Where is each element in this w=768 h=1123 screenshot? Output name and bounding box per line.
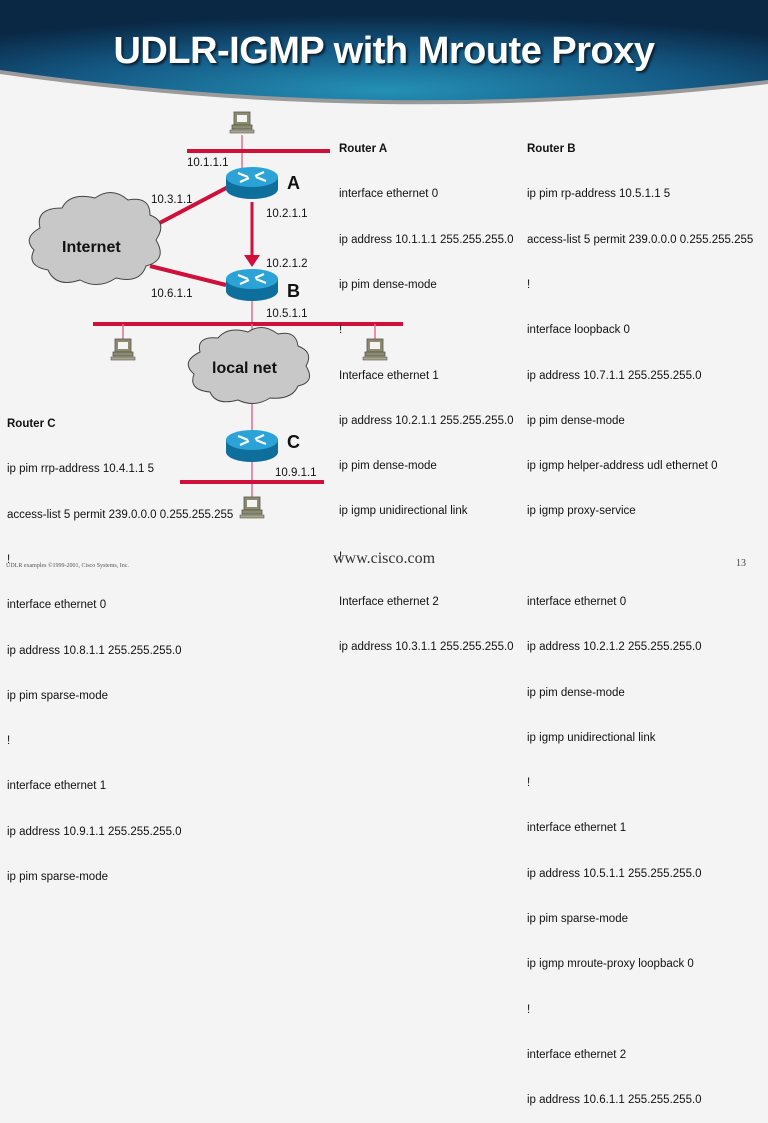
config-line: ip igmp unidirectional link [339,505,468,518]
config-line: ip pim dense-mode [339,460,437,473]
config-line: Interface ethernet 1 [339,369,439,382]
config-line: ip address 10.1.1.1 255.255.255.0 [339,233,514,246]
config-line: ! [339,550,343,563]
udl-arrowhead-icon [244,255,260,267]
router-c-label: C [287,432,300,452]
config-line: access-list 5 permit 239.0.0.0 0.255.255… [7,508,234,521]
localnet-label: local net [212,360,278,377]
config-line: ip pim sparse-mode [527,912,628,925]
config-line: ! [527,1003,531,1016]
router-a-icon [224,165,280,201]
config-line: ip igmp helper-address udl ethernet 0 [527,460,718,473]
footer-website: www.cisco.com [332,550,436,567]
ip-label-c-e1: 10.9.1.1 [275,467,317,479]
config-line: interface ethernet 0 [7,599,107,612]
config-line: ip address 10.2.1.1 255.255.255.0 [339,414,514,427]
network-diagram: A Internet B local net C 10.1.1.1 10.3.1… [28,111,403,519]
config-line: ! [7,554,11,567]
config-line: ip address 10.6.1.1 255.255.255.0 [527,1094,702,1107]
config-line: ip pim rp-address 10.5.1.1 5 [527,188,671,201]
config-line: Interface ethernet 2 [339,596,439,608]
config-line: ip pim rrp-address 10.4.1.1 5 [7,463,155,476]
config-line: ip pim dense-mode [339,279,437,292]
internet-label: Internet [62,239,121,256]
router-c-icon [224,428,280,464]
config-line: ip igmp mroute-proxy loopback 0 [527,958,694,971]
router-a-label: A [287,173,300,193]
host-icon [229,111,255,134]
config-line: interface ethernet 1 [527,822,627,835]
config-line: ip igmp proxy-service [527,505,636,518]
config-line: ip pim sparse-mode [7,689,108,702]
config-line: ip address 10.9.1.1 255.255.255.0 [7,825,182,838]
host-icon [239,496,265,519]
config-line: access-list 5 permit 239.0.0.0 0.255.255… [527,233,754,246]
router-b-config: Router B ip pim rp-address 10.5.1.1 5 ac… [527,112,753,1123]
ip-label-b-e1: 10.5.1.1 [266,308,308,320]
localnet-cloud: local net [187,327,311,404]
config-line: ip pim dense-mode [527,414,625,427]
config-line: interface ethernet 2 [527,1048,627,1061]
ip-label-a-e0: 10.1.1.1 [187,157,229,169]
config-line: interface ethernet 1 [7,780,107,793]
config-line: ip igmp unidirectional link [527,731,656,744]
footer-copyright: UDLR examples ©1999-2001, Cisco Systems,… [6,563,129,569]
config-line: ip pim sparse-mode [7,871,108,883]
config-line: interface ethernet 0 [527,596,627,608]
host-icon [110,338,136,361]
config-line: interface loopback 0 [527,324,630,337]
config-line: ip address 10.7.1.1 255.255.255.0 [527,369,702,382]
router-c-config-heading: Router C [7,418,56,431]
router-a-config: Router A interface ethernet 0 ip address… [339,112,514,670]
ip-label-b-e2: 10.6.1.1 [151,288,193,300]
config-line: ip address 10.8.1.1 255.255.255.0 [7,644,182,657]
link-b-internet [149,264,227,287]
ip-label-a-e1: 10.2.1.1 [266,208,308,220]
config-line: ip address 10.3.1.1 255.255.255.0 [339,641,514,654]
slide-title: UDLR-IGMP with Mroute Proxy [113,30,655,72]
config-line: interface ethernet 0 [339,188,439,201]
config-line: ! [7,735,11,748]
config-line: ip address 10.5.1.1 255.255.255.0 [527,867,702,880]
page-number: 13 [736,558,746,569]
config-line: ! [527,279,531,292]
config-line: ip address 10.2.1.2 255.255.255.0 [527,641,702,654]
ip-label-b-e0: 10.2.1.2 [266,258,308,270]
config-line: ! [339,324,343,337]
router-b-icon [224,267,280,303]
config-line: ip pim dense-mode [527,686,625,699]
internet-cloud: Internet [28,192,162,285]
router-b-config-heading: Router B [527,143,576,156]
title-banner [0,0,768,105]
config-line: ! [527,777,531,790]
ip-label-a-e2: 10.3.1.1 [151,194,193,206]
router-b-label: B [287,281,300,301]
router-c-config: Router C ip pim rrp-address 10.4.1.1 5 a… [7,387,233,900]
router-a-config-heading: Router A [339,143,388,156]
link-a-internet [151,185,229,229]
